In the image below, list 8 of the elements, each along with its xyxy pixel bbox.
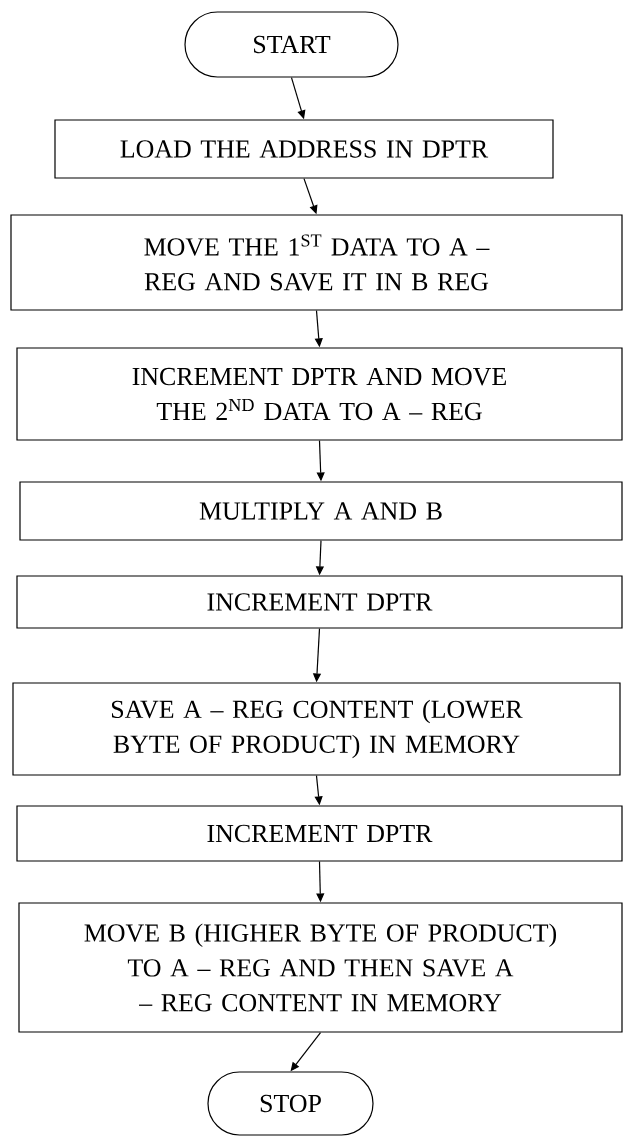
process-box: INCREMENT DPTR <box>16 575 623 629</box>
process-box: SAVE A – REG CONTENT (LOWER BYTE OF PRODUCT) IN MEMORY <box>12 682 621 776</box>
process-box: INCREMENT DPTR AND MOVE THE 2$^{ND}$ DATA TO A – REG <box>16 347 623 441</box>
process-box: MULTIPLY A AND B <box>19 481 623 541</box>
process-box: MOVE B (HIGHER BYTE OF PRODUCT) TO A – REG AND THEN SAVE A – REG CONTENT IN MEMORY <box>18 902 623 1033</box>
process-box: MOVE THE 1$^{ST}$ DATA TO A – REG AND SAVE IT IN B REG <box>10 214 623 311</box>
process-box: INCREMENT DPTR <box>16 805 623 862</box>
process-box: LOAD THE ADDRESS IN DPTR <box>54 119 554 179</box>
